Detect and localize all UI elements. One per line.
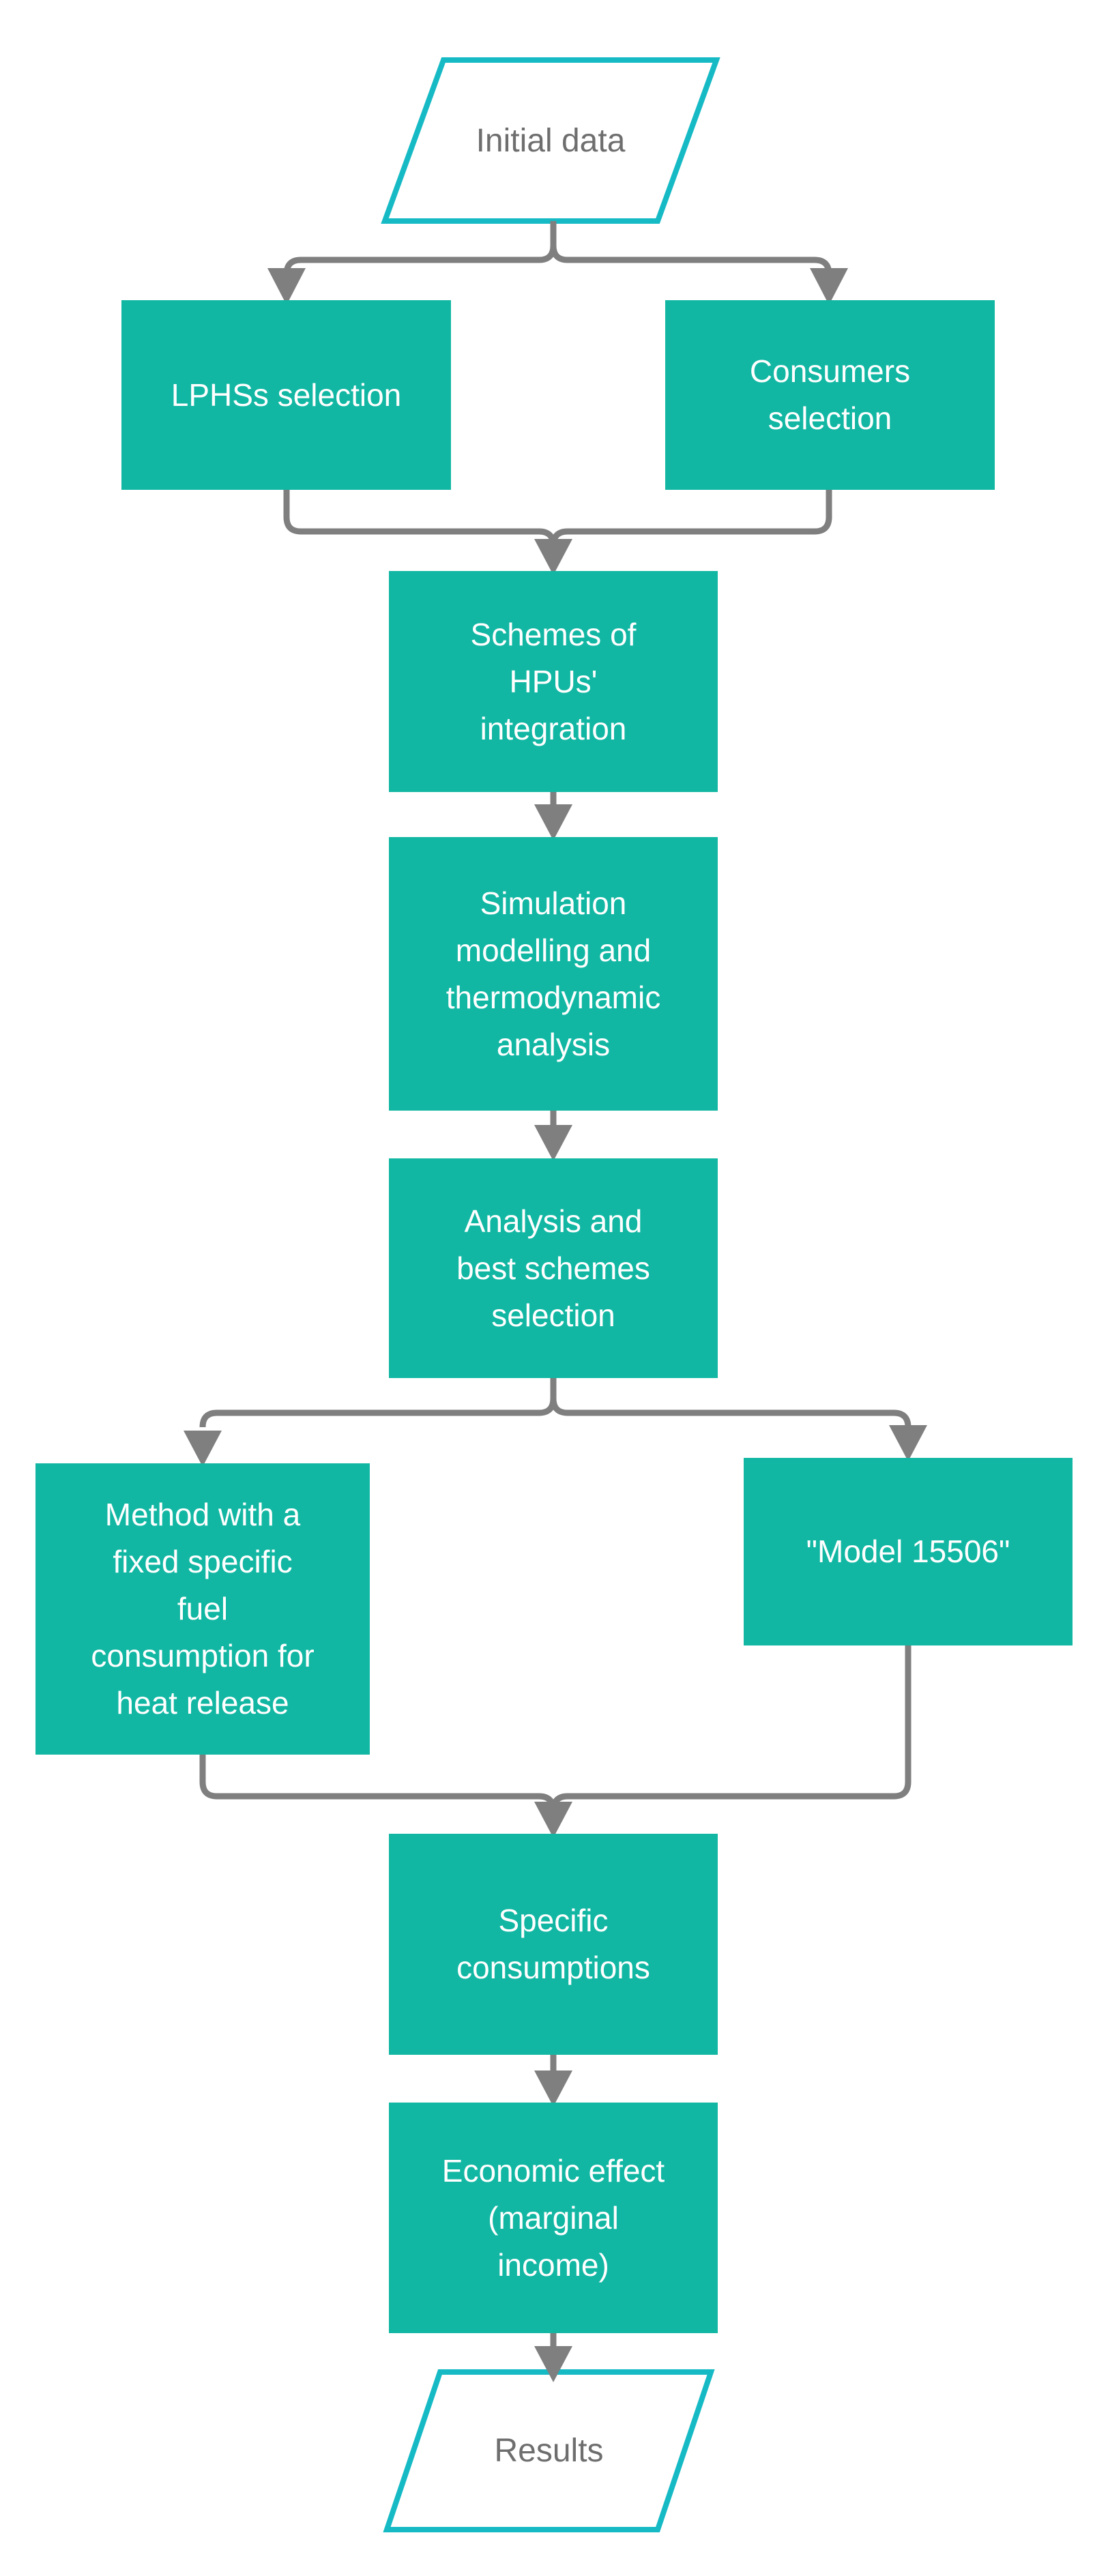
connector-analysis-split-left — [199, 1378, 557, 1428]
terminal-initial-data-shape — [381, 57, 720, 224]
arrowhead-into-lphs — [267, 268, 306, 305]
node-model-15506: "Model 15506" — [744, 1458, 1073, 1645]
arrowhead-into-method — [184, 1431, 222, 1467]
node-consumers-selection-label: Consumers selection — [749, 353, 911, 436]
terminal-results-label: Results — [494, 2433, 604, 2469]
node-specific-consumptions-label: Specific consumptions — [456, 1903, 650, 1985]
node-method-fixed-specific-label: Method with a fixed specific fuel consum… — [91, 1497, 315, 1721]
arrowhead-into-specific — [534, 1802, 572, 1838]
arrowhead-into-schemes — [534, 539, 572, 575]
connector-initial-split-left — [283, 221, 557, 275]
arrowhead-into-results — [534, 2346, 572, 2382]
node-economic-effect: Economic effect (marginal income) — [389, 2103, 718, 2333]
connector-initial-split-right — [550, 221, 832, 275]
connector-method-merge — [199, 1755, 557, 1811]
connector-model-merge — [550, 1645, 912, 1811]
node-model-15506-label: "Model 15506" — [806, 1534, 1010, 1569]
arrowhead-into-analysis — [534, 1125, 572, 1161]
node-lphs-selection-label: LPHSs selection — [171, 377, 402, 413]
arrowhead-into-economic — [534, 2070, 572, 2107]
node-simulation-modelling: Simulation modelling and thermodynamic a… — [389, 837, 718, 1111]
node-schemes-integration: Schemes of HPUs' integration — [389, 571, 718, 792]
terminal-initial-data-label: Initial data — [476, 122, 626, 159]
connector-consumers-merge — [550, 490, 832, 546]
arrowhead-into-simulation — [534, 804, 572, 840]
node-analysis-best-schemes: Analysis and best schemes selection — [389, 1158, 718, 1378]
arrowhead-into-model — [889, 1425, 927, 1461]
node-schemes-integration-label: Schemes of HPUs' integration — [470, 616, 637, 746]
node-method-fixed-specific: Method with a fixed specific fuel consum… — [35, 1463, 370, 1755]
node-economic-effect-label: Economic effect (marginal income) — [441, 2152, 665, 2283]
connector-analysis-split-right — [550, 1378, 912, 1428]
node-simulation-modelling-label: Simulation modelling and thermodynamic a… — [446, 885, 661, 1062]
arrowhead-into-consumers — [810, 268, 848, 305]
connector-lphs-merge — [283, 490, 557, 546]
terminal-results-shape — [383, 2369, 715, 2532]
node-analysis-best-schemes-label: Analysis and best schemes selection — [456, 1203, 650, 1333]
node-consumers-selection: Consumers selection — [665, 300, 995, 490]
node-specific-consumptions: Specific consumptions — [389, 1834, 718, 2055]
node-lphs-selection: LPHSs selection — [121, 300, 451, 490]
